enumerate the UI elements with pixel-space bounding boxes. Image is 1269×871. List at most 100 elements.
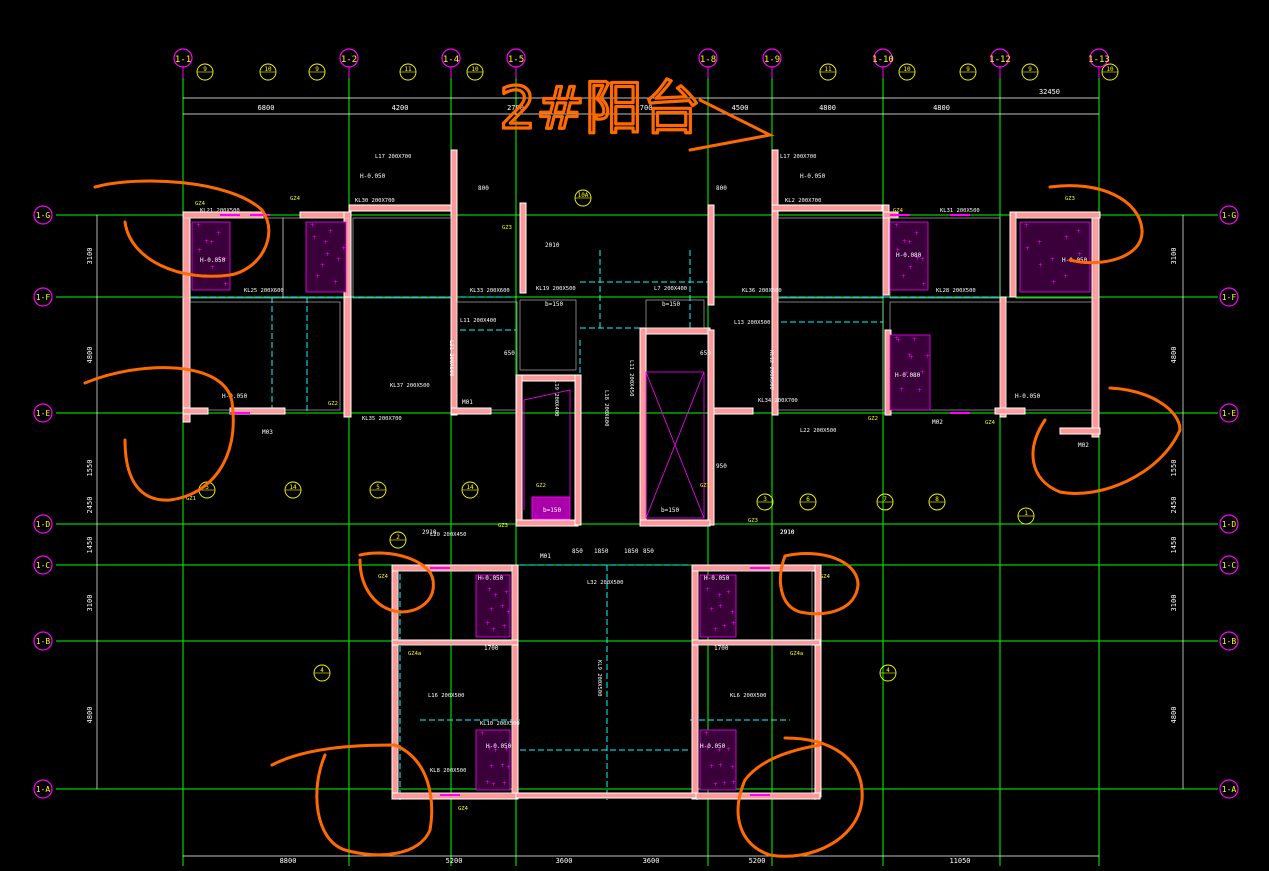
hatch-mark: +	[1051, 279, 1056, 286]
hatch-mark: +	[323, 239, 328, 246]
wall-segment	[1091, 211, 1100, 438]
grid-bubble-top-label: 1-12	[989, 55, 1011, 65]
misc-label: M03	[262, 429, 273, 436]
wall-segment	[515, 519, 579, 527]
wall-segment	[391, 564, 519, 572]
markup-layer	[83, 98, 1182, 858]
room-elevation-label: H-0.050	[486, 743, 512, 750]
dim-text-right: 2450	[1170, 497, 1178, 514]
hatch-mark: +	[907, 239, 912, 246]
room-elevation-label: H-0.050	[200, 257, 226, 264]
hatch-areas: ++++++++++++++++++++++++++++++++++++++++…	[191, 221, 1091, 791]
hatch-mark: +	[489, 606, 494, 613]
hatch-mark: +	[222, 256, 227, 263]
hatch-mark: +	[480, 575, 485, 582]
beam-label: KL2 200X700	[785, 198, 821, 204]
hatch-mark: +	[726, 746, 731, 753]
wall-segment	[814, 564, 822, 798]
hatch-mark: +	[500, 603, 505, 610]
wall-segment	[707, 204, 715, 306]
room-outline	[397, 644, 513, 794]
hatch-mark: +	[312, 234, 317, 241]
wall-segment	[691, 564, 699, 798]
dim-text-top: 2700	[507, 104, 524, 112]
hatch-mark: +	[504, 589, 509, 596]
hatch-area	[305, 221, 347, 293]
hatch-mark: +	[493, 747, 498, 754]
hatch-mark: +	[480, 730, 485, 737]
section-mark-label: 1	[1024, 510, 1028, 517]
grid-bubble-top-label: 1-4	[443, 55, 459, 65]
beam-label: KL36 200X500	[742, 288, 782, 294]
hatch-mark: +	[722, 780, 727, 787]
room-outline	[697, 644, 813, 794]
grid-bubble-right	[1219, 514, 1239, 534]
hatch-mark: +	[491, 626, 496, 633]
hatch-mark: +	[915, 255, 920, 262]
grid-bubble-top-label: 1-5	[508, 55, 524, 65]
section-mark-label: 11	[824, 66, 832, 73]
hatch-mark: +	[1064, 234, 1069, 241]
hatch-mark: +	[914, 230, 919, 237]
wall-segment	[639, 519, 711, 527]
hatch-mark: +	[894, 335, 899, 342]
room-elevation-label: H-0.050	[478, 575, 504, 582]
column-label: GZ4	[195, 201, 206, 207]
hatch-mark: +	[210, 264, 215, 271]
dim-text-top: 32450	[1039, 88, 1060, 96]
wall-segment	[994, 407, 1026, 415]
wall-segment	[343, 296, 352, 418]
section-mark-label: 10	[1106, 66, 1114, 73]
misc-label: M01	[462, 399, 473, 406]
grid-bubble-left-label: 1-G	[36, 211, 51, 220]
beam-label: L20 200X450	[430, 532, 466, 538]
section-mark-label: 10	[903, 66, 911, 73]
hatch-mark: +	[705, 586, 710, 593]
hatch-mark: +	[704, 575, 709, 582]
markup-arrow	[688, 98, 775, 152]
room-outline	[1005, 301, 1095, 411]
handwritten-note: 2#阳台	[499, 74, 701, 142]
hatch-mark: +	[333, 279, 338, 286]
hatch-mark: +	[310, 222, 315, 229]
stair-line	[523, 389, 571, 510]
dim-text-left: 1550	[86, 460, 94, 477]
room-elevation-label: H-0.050	[700, 743, 726, 750]
markup-circle	[93, 179, 271, 278]
hatch-mark: +	[908, 264, 913, 271]
hatch-mark: +	[896, 337, 901, 344]
room-outline	[519, 299, 577, 371]
dim-text-bottom: 5200	[446, 857, 463, 865]
wall-segment	[574, 374, 582, 526]
grid-bubble-top-label: 1-2	[341, 55, 357, 65]
hatch-mark: +	[196, 222, 201, 229]
hatch-mark: +	[726, 589, 731, 596]
grid-bubble-left-label: 1-B	[36, 637, 51, 646]
section-mark-label: 14	[289, 484, 297, 491]
grid-bubble-left	[33, 514, 53, 534]
grid-bubble-left	[33, 779, 53, 799]
beam-label: KL19 200X500	[536, 286, 576, 292]
grid-bubble-right-label: 1-B	[1222, 637, 1237, 646]
dim-text-top: 4200	[392, 104, 409, 112]
dim-text-right: 1550	[1170, 460, 1178, 477]
solid-hatch	[531, 496, 571, 520]
hatch-area	[699, 729, 737, 791]
dim-text-left: 4800	[86, 707, 94, 724]
hatch-area	[475, 574, 511, 638]
wall-segment	[182, 211, 191, 423]
wall-segment	[299, 211, 351, 219]
markup-circle	[83, 366, 235, 502]
hatch-mark: +	[904, 370, 909, 377]
misc-label: M02	[932, 419, 943, 426]
room-outline	[456, 301, 518, 411]
room-outline	[352, 217, 452, 299]
grid-bubble-right-label: 1-D	[1222, 520, 1237, 529]
grid-bubble-top-label: 1-10	[872, 55, 894, 65]
hatch-mark: +	[899, 386, 904, 393]
hatch-mark: +	[485, 779, 490, 786]
grid-bubble-top-label: 1-13	[1088, 55, 1110, 65]
grid-bubble-top	[1089, 48, 1109, 68]
beam-label: KL10 200X500	[480, 721, 520, 727]
